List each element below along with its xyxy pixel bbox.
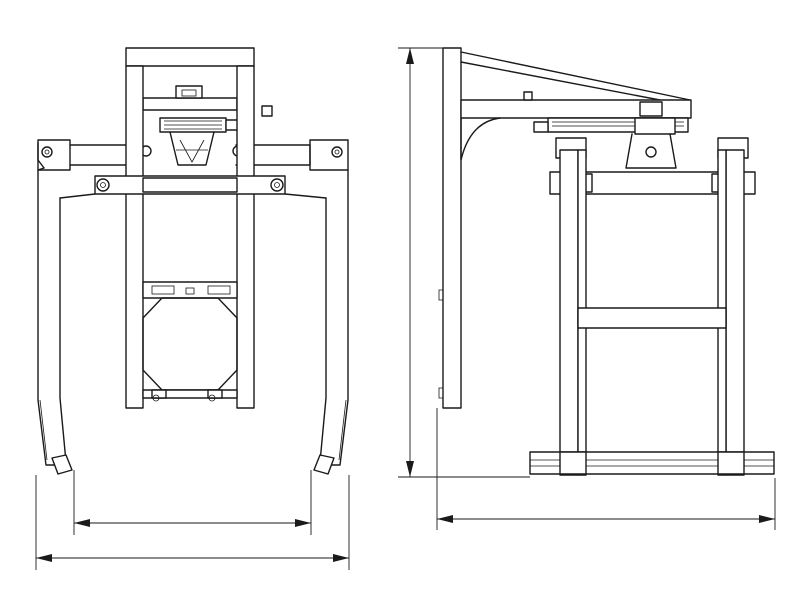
front-mast-right-post (236, 65, 255, 409)
side-right-leg (725, 149, 745, 476)
side-dimension-height (398, 47, 530, 478)
side-view (398, 47, 776, 530)
side-middle-brace (577, 307, 727, 329)
front-right-clamp-arm (284, 169, 349, 475)
side-cross-beam (549, 171, 756, 195)
side-left-leg (559, 149, 579, 476)
front-left-clamp-arm (37, 167, 96, 475)
front-view (35, 47, 350, 570)
front-mast-top-bar (125, 47, 255, 67)
side-rotator-unit (533, 117, 689, 169)
side-dimension-width (436, 408, 776, 530)
side-boom (460, 51, 692, 161)
side-base (529, 451, 775, 475)
front-dimension-inner (73, 470, 312, 535)
side-mast-column (442, 47, 462, 409)
front-mast-left-post (125, 65, 144, 409)
front-lower-frame (142, 281, 238, 402)
front-dimension-outer (35, 475, 350, 570)
front-rotator-unit (142, 85, 273, 166)
